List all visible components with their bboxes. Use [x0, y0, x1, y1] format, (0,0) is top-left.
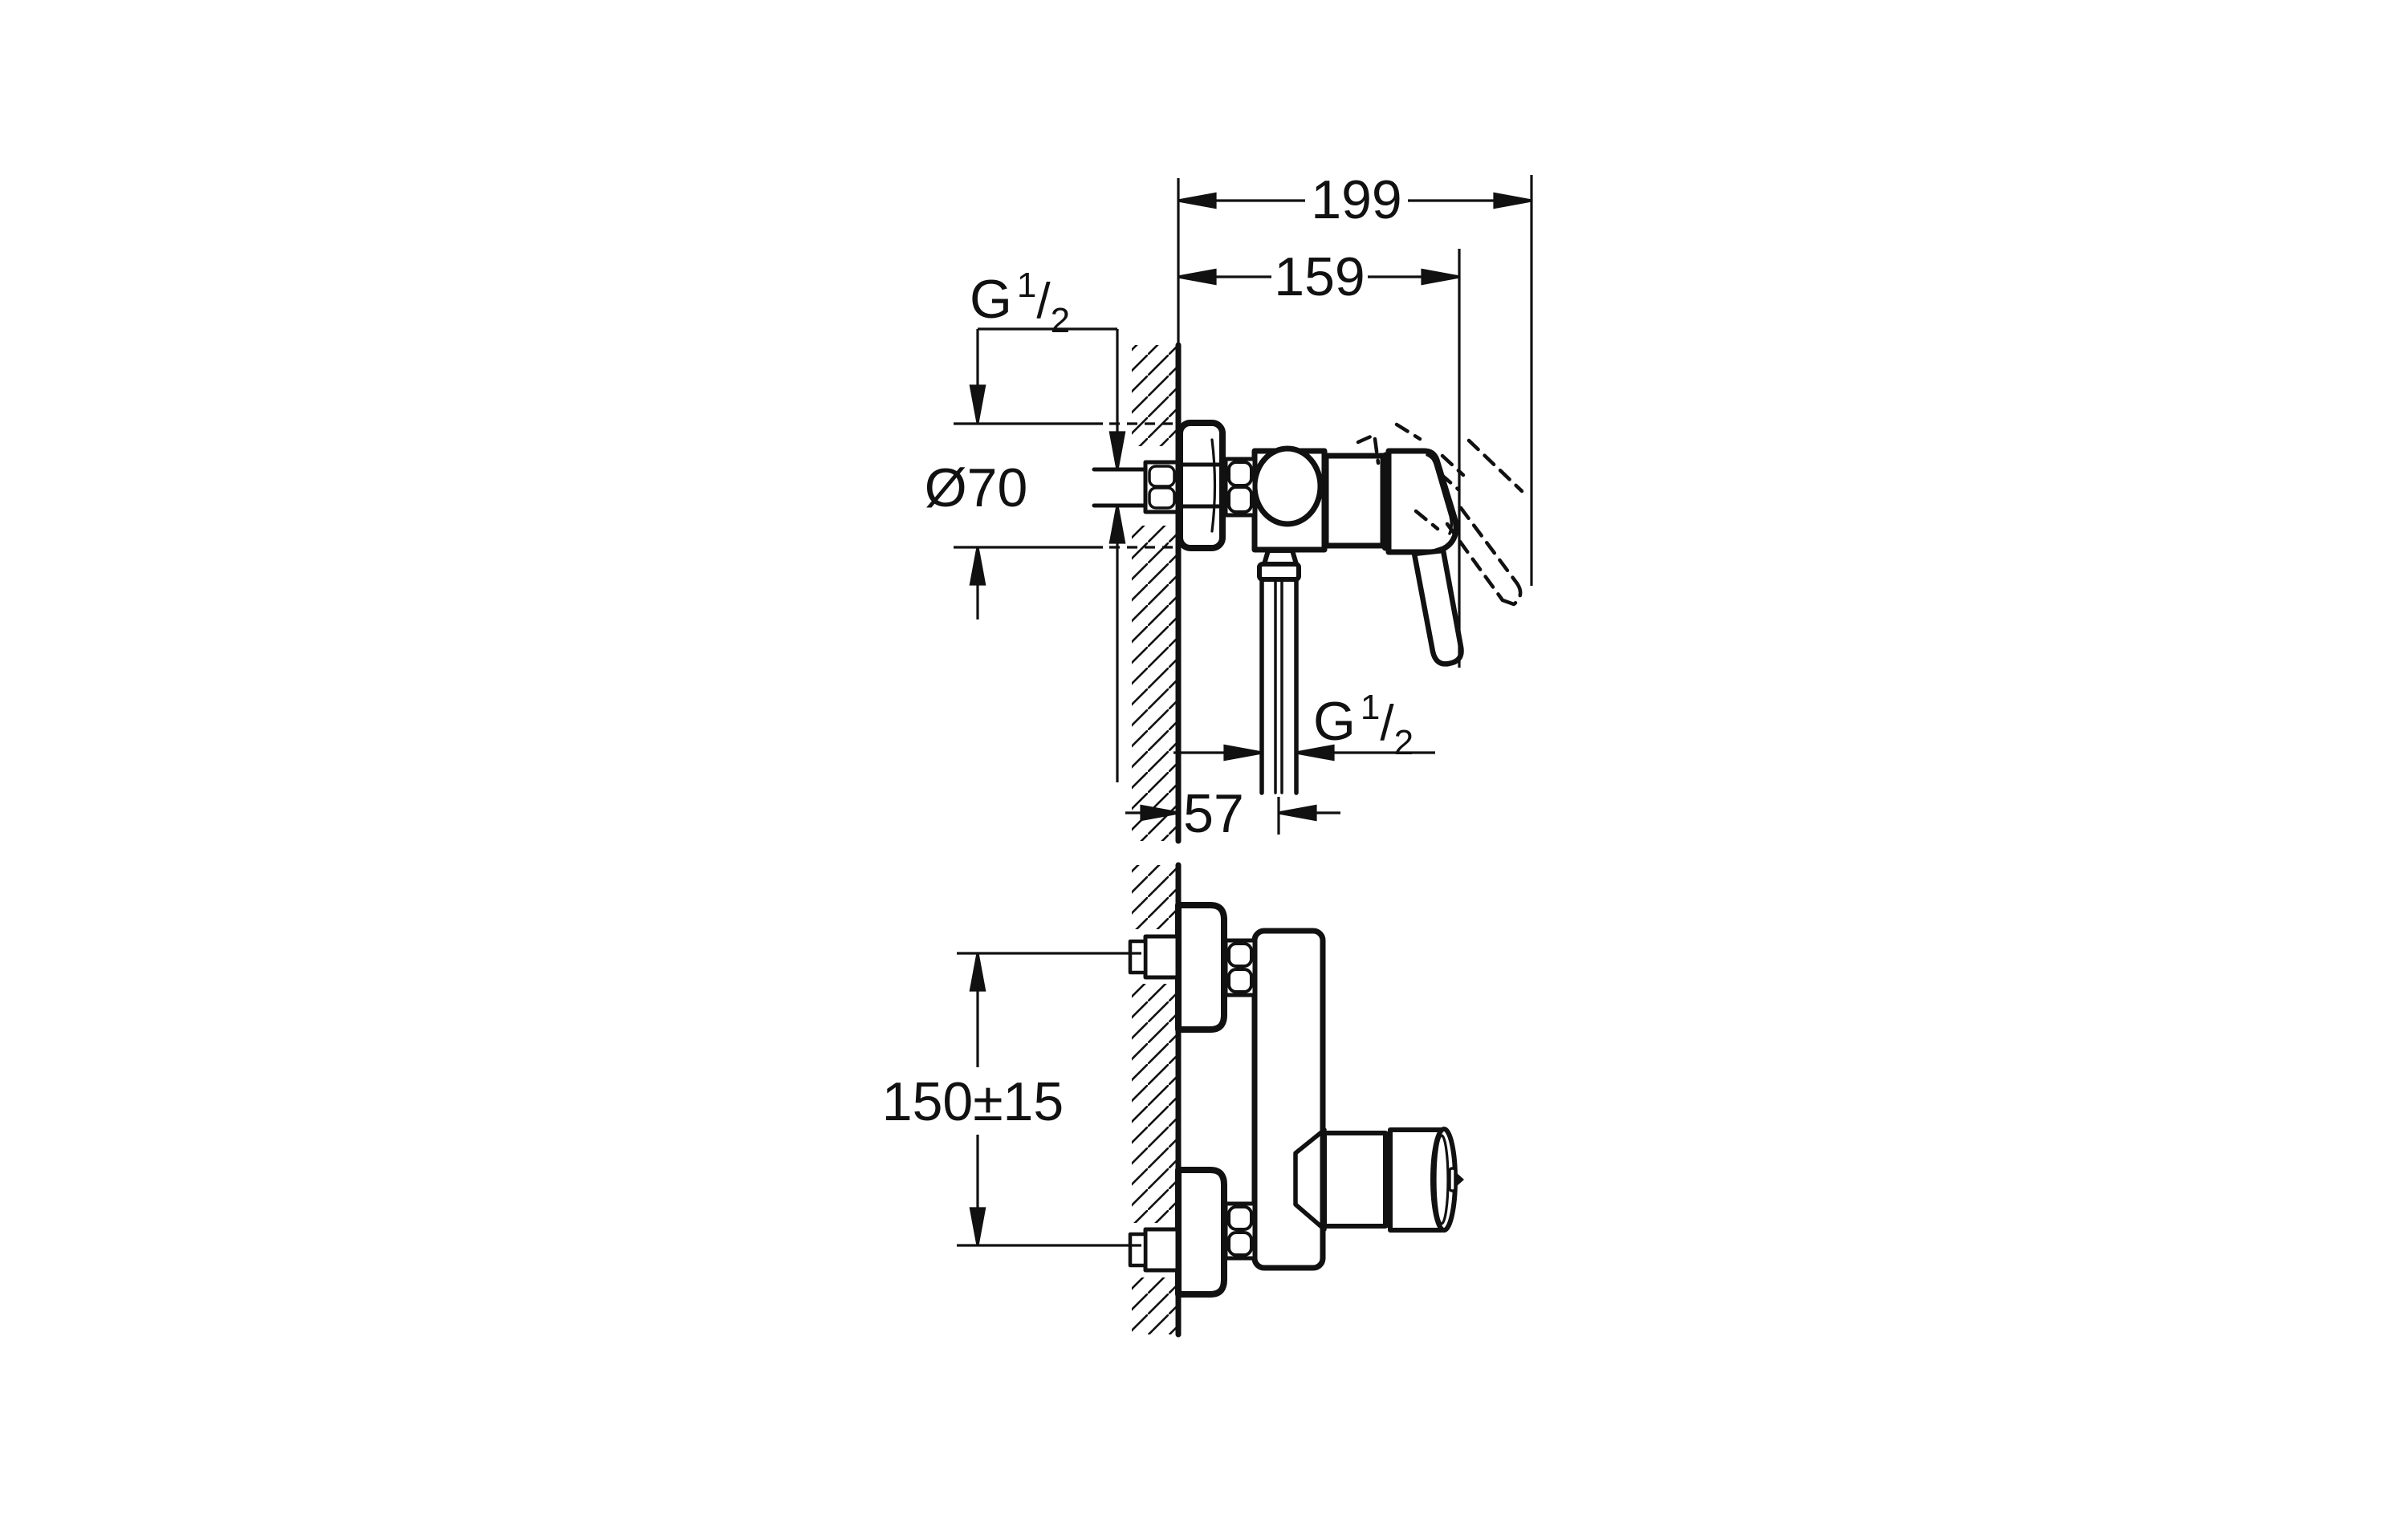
dimension-159: 159	[1177, 246, 1461, 307]
cartridge-housing	[1323, 453, 1386, 549]
handle-raised-dashed	[1356, 422, 1524, 607]
dimension-diameter-70: Ø70	[925, 422, 1173, 619]
cartridge-front	[1293, 1127, 1464, 1233]
dim-57-label: 57	[1183, 783, 1244, 844]
mixer-body-front	[1251, 928, 1326, 1271]
dim-199-label: 199	[1311, 169, 1401, 230]
upper-union	[1128, 902, 1257, 1033]
outlet-pipe	[1257, 548, 1301, 795]
dimension-199: 199	[1177, 169, 1533, 230]
side-view	[1092, 342, 1524, 844]
mixer-body-side	[1223, 445, 1389, 553]
ball-joint	[1251, 445, 1324, 527]
dimension-150: 150±15	[882, 952, 1141, 1247]
dim-diameter-label: Ø70	[925, 457, 1028, 518]
escutcheon-side	[1177, 420, 1226, 551]
front-view	[1124, 862, 1464, 1338]
dim-159-label: 159	[1274, 246, 1365, 307]
lower-union	[1128, 1167, 1257, 1298]
dim-150-label: 150±15	[882, 1071, 1064, 1132]
lever	[1411, 547, 1464, 667]
wall-section-top	[1122, 345, 1178, 841]
dimension-57: 57	[1125, 783, 1340, 844]
handle-side	[1385, 448, 1464, 667]
